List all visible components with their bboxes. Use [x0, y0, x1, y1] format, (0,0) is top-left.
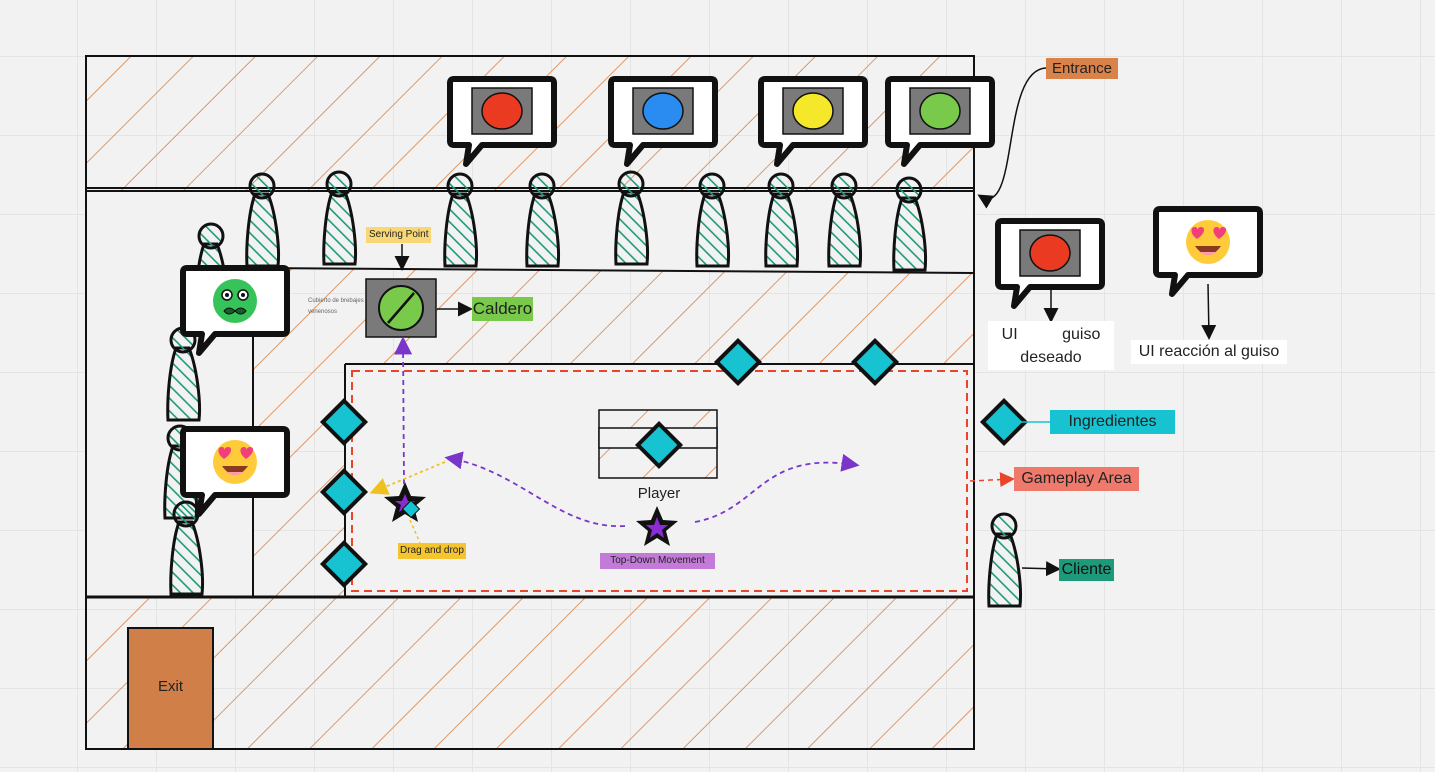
ingredient-diamond	[980, 398, 1028, 446]
client-figure	[614, 170, 650, 266]
tiny-note-2: venenosos	[308, 309, 338, 315]
caldero	[365, 278, 437, 338]
entrance-arrow	[977, 67, 1047, 209]
top-down-movement-label: Top-Down Movement	[600, 553, 715, 569]
dnd-to-cauldron-path	[394, 336, 413, 485]
client-figure	[695, 172, 731, 268]
client-figure	[166, 326, 202, 422]
cliente-label: Cliente	[1059, 559, 1114, 581]
ui-guiso-bubble	[998, 221, 1102, 306]
caldero-label: Caldero	[472, 297, 533, 321]
ui-reaccion-arrow	[1201, 283, 1217, 340]
client-figure	[827, 172, 863, 268]
client-figure	[892, 176, 928, 272]
nauseated-face-icon	[213, 279, 257, 323]
player-star	[636, 506, 678, 546]
reaction-bubble-sick	[183, 268, 287, 353]
ui-reaccion-label: UI reacción al guiso	[1131, 340, 1287, 364]
gameplay-arrow	[969, 472, 1015, 488]
client-figure	[764, 172, 800, 268]
wall-queue-bottom	[252, 267, 975, 274]
ui-reaction-bubble	[1156, 209, 1260, 294]
exit-door	[127, 627, 214, 750]
dnd-star	[384, 482, 426, 522]
dnd-label-connector	[409, 519, 421, 544]
potion-bubble-blue	[611, 79, 715, 164]
client-figure	[322, 170, 358, 266]
player-movement-path	[444, 451, 626, 527]
player-movement-path-right	[694, 453, 860, 523]
player-label: Player	[637, 485, 681, 502]
entrance-label: Entrance	[1046, 58, 1118, 79]
potion-bubble-yellow	[761, 79, 865, 164]
cliente-legend-figure	[987, 512, 1023, 608]
exit-label: Exit	[157, 678, 183, 695]
client-figure	[245, 172, 281, 268]
drag-and-drop-label: Drag and drop	[398, 543, 466, 559]
ui-guiso-deseado-label: UI guiso deseado	[988, 321, 1114, 370]
gameplay-area-label: Gameplay Area	[1014, 467, 1139, 491]
serving-point-label: Serving Point	[366, 227, 432, 243]
cliente-arrow	[1021, 561, 1061, 577]
tiny-note-1: Cubierto de brebajes	[308, 298, 364, 304]
player-table	[598, 409, 718, 479]
potion-bubble-green	[888, 79, 992, 164]
ingredientes-label: Ingredientes	[1050, 410, 1175, 434]
potion-bubble-red	[450, 79, 554, 164]
client-figure	[525, 172, 561, 268]
heart-eyes-face-icon	[1186, 220, 1230, 264]
client-figure	[443, 172, 479, 268]
dnd-from-ingredient-path	[369, 461, 446, 495]
